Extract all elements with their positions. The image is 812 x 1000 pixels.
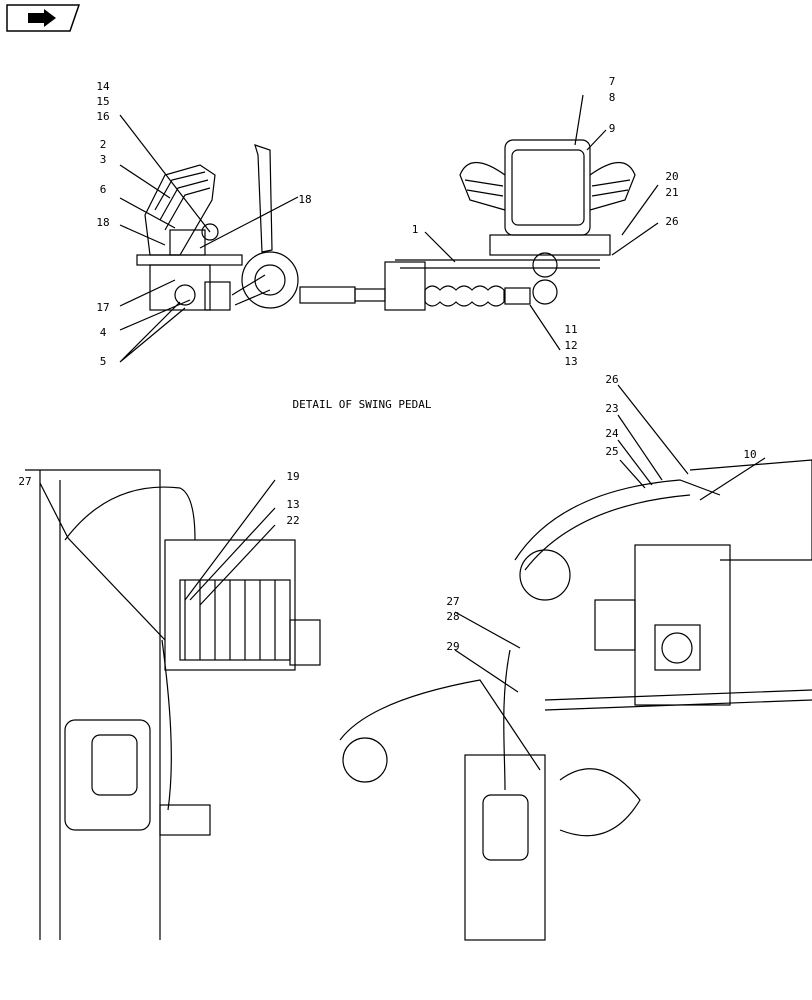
callout-number: 7 bbox=[609, 75, 616, 88]
callout-number: 8 bbox=[609, 91, 616, 104]
callout-number: 20 bbox=[665, 170, 678, 183]
upper-structure-view bbox=[339, 384, 812, 941]
detail-caption: DETAIL OF SWING PEDAL bbox=[292, 398, 431, 411]
cab-valve-view bbox=[25, 469, 321, 940]
callout-number: 17 bbox=[96, 301, 109, 314]
callout-number: 24 bbox=[605, 427, 619, 440]
callout-number: 11 bbox=[564, 323, 577, 336]
callout-number: 26 bbox=[665, 215, 678, 228]
callout-number: 12 bbox=[564, 339, 577, 352]
callout-number: 9 bbox=[609, 122, 616, 135]
callout-number: 2 bbox=[100, 138, 107, 151]
forward-arrow-icon bbox=[28, 9, 56, 27]
callout-number: 29 bbox=[446, 640, 459, 653]
callout-number: 3 bbox=[100, 153, 107, 166]
callout-number: 13 bbox=[286, 498, 299, 511]
callout-number: 1 bbox=[412, 223, 419, 236]
callout-number: 23 bbox=[605, 402, 618, 415]
callout-number: 26 bbox=[605, 373, 618, 386]
callout-number: 28 bbox=[446, 610, 459, 623]
callout-number: 19 bbox=[286, 470, 299, 483]
callout-number: 27 bbox=[446, 595, 459, 608]
callout-number: 15 bbox=[96, 95, 109, 108]
callout-number: 18 bbox=[298, 193, 311, 206]
callout-number: 21 bbox=[665, 186, 678, 199]
callout-number: 22 bbox=[286, 514, 299, 527]
callout-number: 27 bbox=[18, 475, 31, 488]
callout-number: 6 bbox=[100, 183, 107, 196]
callout-number: 4 bbox=[100, 326, 107, 339]
pedal-side-view bbox=[119, 114, 299, 363]
callout-number: 10 bbox=[743, 448, 756, 461]
callout-number: 5 bbox=[100, 355, 107, 368]
callout-number: 16 bbox=[96, 110, 109, 123]
callout-number: 25 bbox=[605, 445, 618, 458]
callout-number: 14 bbox=[96, 80, 110, 93]
pedal-front-view bbox=[299, 94, 659, 351]
callout-number: 13 bbox=[564, 355, 577, 368]
next-page-button[interactable] bbox=[6, 4, 80, 32]
callout-number: 18 bbox=[96, 216, 109, 229]
